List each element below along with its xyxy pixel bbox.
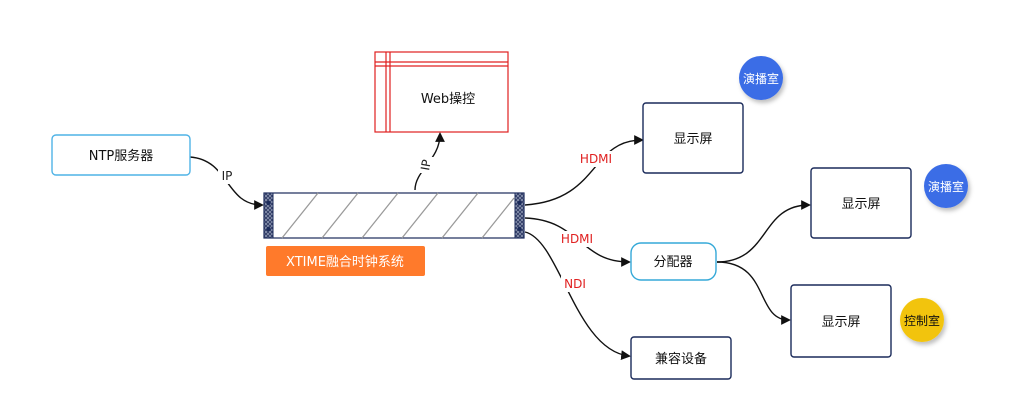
edge-label-hdmi-top-group: HDMI	[578, 151, 614, 167]
bar-hatching	[281, 192, 515, 239]
display-top-label: 显示屏	[673, 132, 712, 147]
ntp-server-label: NTP服务器	[89, 148, 154, 164]
edge-label-ntp-ip: IP	[222, 169, 233, 183]
control-badge-label: 控制室	[904, 313, 940, 328]
edge-label-ndi: NDI	[564, 277, 586, 291]
edge-label-hdmi-mid: HDMI	[561, 232, 593, 246]
studio-badge-top-circle	[739, 56, 783, 100]
display-bottom-box[interactable]	[790, 284, 892, 358]
compatible-device-label: 兼容设备	[655, 351, 707, 367]
splitter-box[interactable]	[630, 242, 717, 281]
edge-label-hdmi-mid-group: HDMI	[559, 231, 595, 247]
web-control-window[interactable]: Web操控	[374, 51, 509, 133]
edge-label-web-ip-group: IP	[418, 157, 434, 173]
display-mid-box[interactable]	[810, 167, 912, 239]
display-top-box[interactable]	[642, 102, 744, 174]
splitter-label: 分配器	[653, 255, 692, 270]
control-badge-circle	[900, 298, 944, 342]
edge-splitter-to-display-mid	[716, 200, 811, 263]
xtime-label: XTIME融合时钟系统	[286, 254, 404, 270]
edge-label-hdmi-top: HDMI	[580, 152, 612, 166]
bar-right-cap	[514, 192, 525, 239]
web-control-label: Web操控	[421, 91, 475, 107]
edge-system-to-display-top	[524, 135, 644, 206]
bar-left-cap	[263, 192, 274, 239]
edge-system-to-compatible	[524, 231, 631, 360]
display-bottom-label: 显示屏	[821, 315, 860, 330]
studio-badge-mid-label: 演播室	[928, 179, 964, 194]
edge-label-ntp-ip-group: IP	[218, 168, 236, 184]
xtime-label-box	[266, 246, 425, 276]
display-mid-label: 显示屏	[841, 197, 880, 212]
edge-label-web-ip: IP	[418, 158, 434, 171]
ntp-server-box[interactable]	[51, 134, 191, 176]
edge-label-ndi-group: NDI	[561, 276, 589, 292]
studio-badge-top-label: 演播室	[743, 71, 779, 86]
edge-splitter-to-display-bottom	[716, 261, 791, 325]
studio-badge-mid-circle	[924, 164, 968, 208]
xtime-system-bar[interactable]	[263, 192, 525, 239]
compatible-device-box[interactable]	[630, 336, 732, 380]
